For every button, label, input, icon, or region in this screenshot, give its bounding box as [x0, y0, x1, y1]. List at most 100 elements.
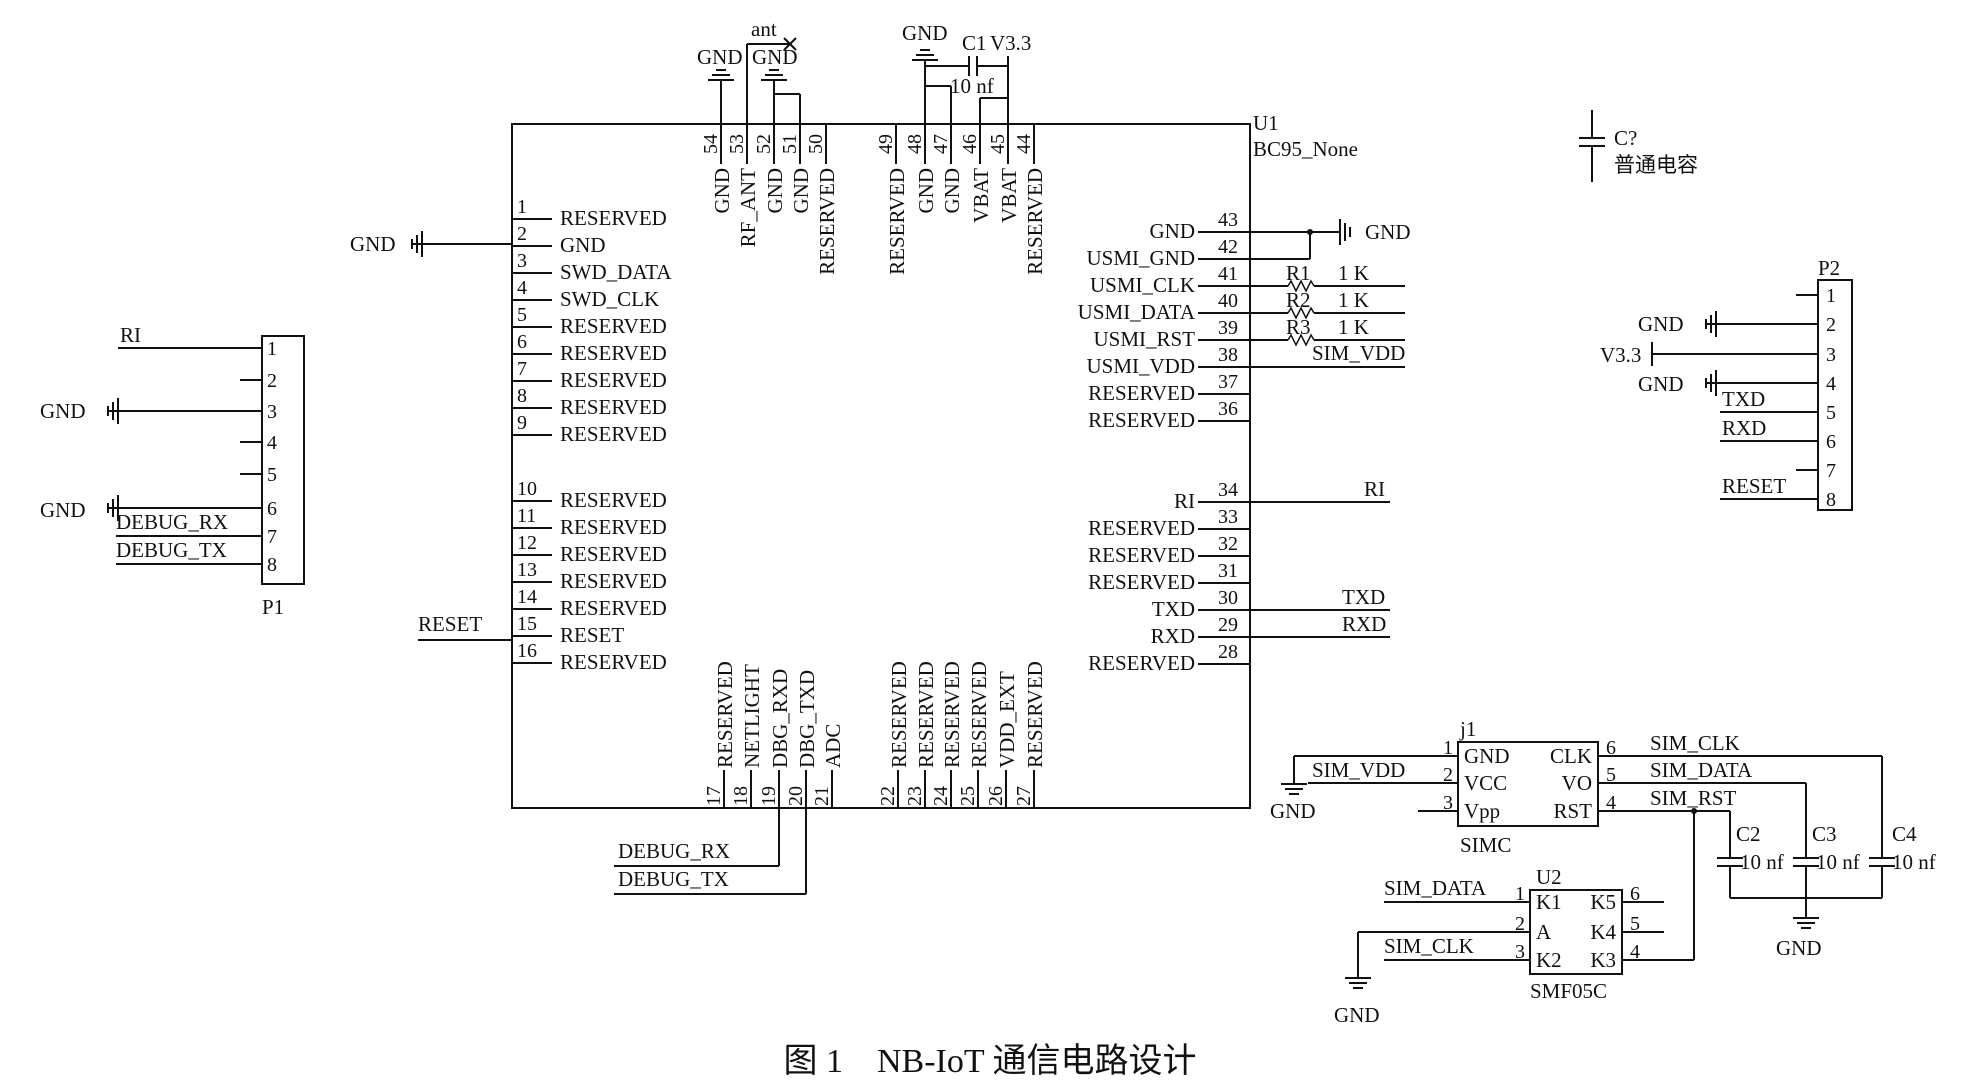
u1-pin-name: RXD	[1151, 624, 1195, 648]
u1-pin-number: 42	[1218, 236, 1238, 258]
j1-pin-number: 4	[1606, 792, 1616, 814]
net-label-gnd-p2-4: GND	[1638, 372, 1684, 396]
net-label-reset-p2: RESET	[1722, 474, 1786, 498]
u1-pin-name: RESERVED	[1023, 168, 1047, 275]
u1-pin-number: 28	[1218, 641, 1238, 663]
u1-pin-name: TXD	[1152, 597, 1195, 621]
u1-pin-number: 30	[1218, 587, 1238, 609]
p1-pin-number: 4	[267, 432, 277, 454]
c2-value: 10 nf	[1740, 850, 1784, 874]
bottom-wiring: DEBUG_RX DEBUG_TX	[614, 808, 807, 895]
u1-pin-number: 49	[875, 134, 897, 154]
u1-pin-number: 45	[987, 134, 1009, 154]
u1-pin-number: 19	[758, 786, 780, 806]
u1-pin-number: 29	[1218, 614, 1238, 636]
u1-pin-number: 27	[1013, 786, 1035, 806]
u1-pin-name: RESERVED	[1088, 651, 1195, 675]
net-label-rxd-p2: RXD	[1722, 416, 1766, 440]
u1-pin-name: RESERVED	[560, 368, 667, 392]
net-label-sim-vdd-u1: SIM_VDD	[1312, 341, 1405, 365]
p2-pin-number: 3	[1826, 344, 1836, 366]
u1-pin-name: RESERVED	[560, 395, 667, 419]
u1-pin-name: RESERVED	[1023, 661, 1047, 768]
u1-pin-name: RESERVED	[560, 515, 667, 539]
u1-pin-number: 6	[517, 331, 527, 353]
u1-pin-number: 11	[517, 505, 536, 527]
u1-pin-name: RESERVED	[560, 542, 667, 566]
resistor-r2-symbol	[1287, 306, 1315, 320]
p1-pin-number: 6	[267, 498, 277, 520]
u1-pin-number: 34	[1218, 479, 1238, 501]
u1-pin-name: DBG_TXD	[795, 670, 819, 768]
u1-pin-name: USMI_GND	[1086, 246, 1195, 270]
u1-pin-number: 38	[1218, 344, 1238, 366]
j1-pin-name: VCC	[1464, 771, 1507, 795]
u1-pin-name: RESERVED	[560, 341, 667, 365]
u1-pin-number: 10	[517, 478, 537, 500]
p1-pin-number: 7	[267, 526, 277, 548]
j1-pin-name: GND	[1464, 744, 1510, 768]
net-label-v33-top: V3.3	[990, 31, 1031, 55]
u1-pin-number: 16	[517, 640, 537, 662]
u1-pin-number: 23	[904, 786, 926, 806]
u1-pin-number: 32	[1218, 533, 1238, 555]
net-label-gnd-pin52: GND	[752, 45, 798, 69]
u1-pin-name: RESERVED	[940, 661, 964, 768]
u2-pin-number: 3	[1515, 941, 1525, 963]
net-label-gnd-right: GND	[1365, 220, 1411, 244]
p2-pin-number: 4	[1826, 373, 1836, 395]
u1-pin-number: 39	[1218, 317, 1238, 339]
u1-pin-number: 5	[517, 304, 527, 326]
u1-pin-name: NETLIGHT	[740, 664, 764, 768]
u1-pin-name: VBAT	[997, 168, 1021, 223]
p1-body	[261, 335, 305, 585]
u1-pin-number: 50	[805, 134, 827, 154]
u1-pin-name: SWD_DATA	[560, 260, 672, 284]
u1-pin-name: VBAT	[969, 168, 993, 223]
u1-pin-name: RESERVED	[815, 168, 839, 275]
net-label-ri-p1: RI	[120, 323, 141, 347]
net-label-txd-u1: TXD	[1342, 585, 1385, 609]
u1-pin-name: RESERVED	[1088, 543, 1195, 567]
c1-ref: C1	[962, 31, 987, 55]
u1-pin-number: 54	[700, 134, 722, 154]
u1-pin-number: 53	[726, 134, 748, 154]
u1-pin-name: RESERVED	[713, 661, 737, 768]
net-label-debug-rx-p1: DEBUG_RX	[116, 510, 228, 534]
u1-pin-name: USMI_CLK	[1090, 273, 1195, 297]
u1-pin-name: RESERVED	[560, 206, 667, 230]
j1-pin-number: 5	[1606, 764, 1616, 786]
j1-pin-number: 3	[1443, 792, 1453, 814]
net-label-gnd-u2: GND	[1334, 1003, 1380, 1027]
u1-pin-name: GND	[710, 168, 734, 214]
j1-pin-name: CLK	[1550, 744, 1592, 768]
u1-pin-name: RESERVED	[560, 488, 667, 512]
r3-ref: R3	[1286, 315, 1311, 339]
u1-pin-number: 46	[959, 134, 981, 154]
r2-value: 1 K	[1338, 288, 1369, 312]
u1-pin-number: 25	[957, 786, 979, 806]
u1-pin-name: USMI_DATA	[1078, 300, 1196, 324]
c1-value: 10 nf	[950, 74, 994, 98]
j1-ref: j1	[1459, 717, 1476, 741]
u1-pin-number: 20	[785, 786, 807, 806]
p1-pin-number: 5	[267, 464, 277, 486]
u1-pin-number: 47	[930, 134, 952, 154]
u1-pin-name: GND	[560, 233, 606, 257]
u1-pin-name: RESERVED	[967, 661, 991, 768]
u1-pin-name: GND	[940, 168, 964, 214]
u1-pin-name: USMI_VDD	[1086, 354, 1195, 378]
p2-body	[1817, 279, 1853, 511]
u1-pin-number: 37	[1218, 371, 1238, 393]
u2-pin-name: K4	[1590, 920, 1616, 944]
decoupling-caps: C2 10 nf C3 10 nf C4 10 nf GND	[1717, 756, 1936, 960]
u1-pin-number: 8	[517, 385, 527, 407]
p2-pin-number: 2	[1826, 314, 1836, 336]
u2-pin-name: K2	[1536, 948, 1562, 972]
net-label-rxd-u1: RXD	[1342, 612, 1386, 636]
u1-pin-name: GND	[789, 168, 813, 214]
